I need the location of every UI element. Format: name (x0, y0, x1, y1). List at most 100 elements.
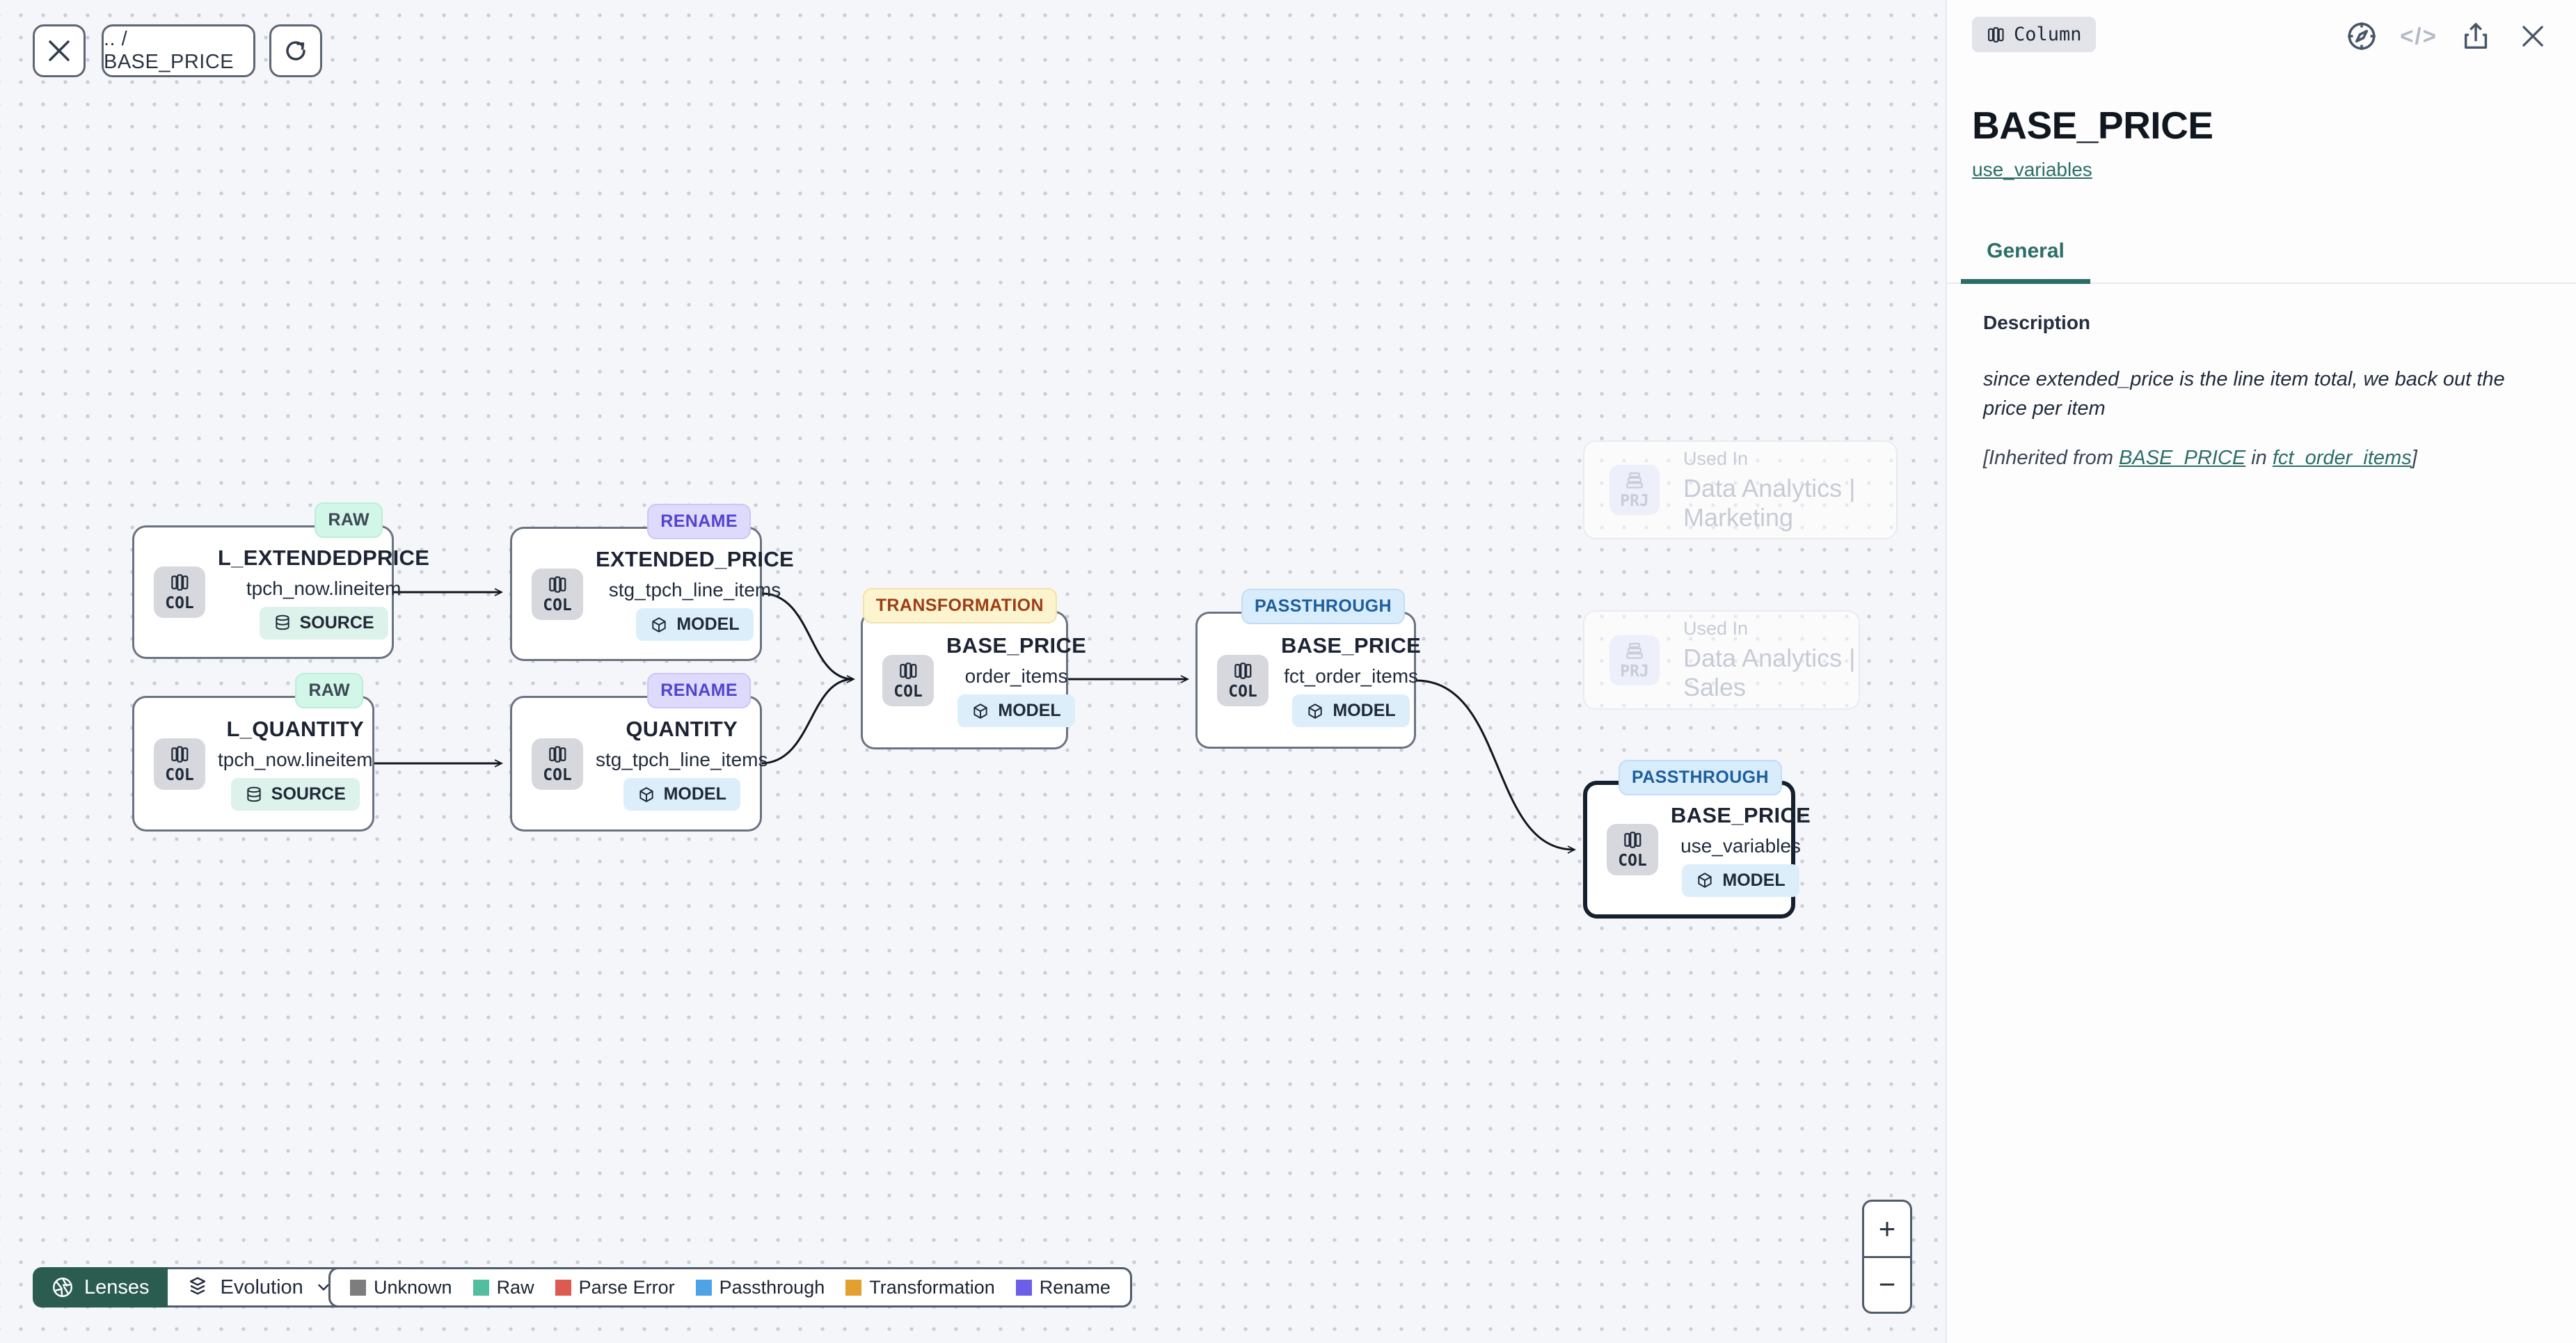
panel-title: BASE_PRICE (1972, 104, 2213, 147)
node-kind-pill: MODEL (623, 778, 740, 811)
breadcrumb[interactable]: .. / BASE_PRICE (102, 24, 255, 77)
cube-icon (1698, 873, 1712, 888)
code-button[interactable]: </> (2400, 18, 2438, 54)
column-type-chip: COL (532, 568, 583, 620)
lineage-canvas[interactable]: .. / BASE_PRICE RAW COL L_EXTENDEDPRICE … (0, 0, 1946, 1343)
description-inherited: [Inherited from BASE_PRICE in fct_order_… (1983, 447, 2417, 470)
node-base-price-use-variables[interactable]: PASSTHROUGH COL BASE_PRICE use_variables… (1583, 760, 1811, 919)
inherited-model-link[interactable]: fct_order_items (2272, 447, 2412, 470)
columns-icon (171, 574, 189, 591)
node-title: BASE_PRICE (1671, 802, 1811, 827)
zoom-in-button[interactable]: + (1864, 1202, 1910, 1258)
node-subtitle: use_variables (1680, 834, 1801, 857)
inherited-column-link[interactable]: BASE_PRICE (2119, 447, 2246, 470)
node-subtitle: fct_order_items (1284, 665, 1419, 687)
lens-badge: PASSTHROUGH (1241, 589, 1405, 624)
column-type-chip: COL (882, 654, 934, 706)
aperture-icon (53, 1278, 72, 1297)
legend-swatch (472, 1279, 489, 1296)
refresh-button[interactable] (269, 24, 322, 77)
project-name: Data Analytics | Marketing (1683, 473, 1856, 532)
lenses-label: Lenses (84, 1276, 150, 1298)
node-title: L_QUANTITY (226, 717, 365, 741)
column-type-chip: COL (154, 566, 205, 618)
zoom-out-button[interactable]: − (1878, 1268, 1896, 1301)
lens-badge: TRANSFORMATION (862, 588, 1057, 623)
cube-icon (639, 786, 653, 802)
node-extended-price[interactable]: RENAME COL EXTENDED_PRICE stg_tpch_line_… (510, 504, 794, 661)
node-title: EXTENDED_PRICE (596, 547, 794, 571)
database-icon (275, 614, 289, 630)
project-icon (1626, 642, 1643, 659)
breadcrumb-label: .. / BASE_PRICE (104, 28, 234, 73)
cube-icon (1308, 703, 1323, 719)
project-node-marketing[interactable]: PRJ Used In Data Analytics | Marketing (1583, 440, 1898, 539)
columns-icon (1988, 26, 2004, 42)
legend-swatch (845, 1279, 862, 1296)
lens-badge: RAW (295, 673, 363, 708)
legend-item: Raw (472, 1277, 534, 1298)
cube-icon (973, 703, 988, 719)
node-subtitle: stg_tpch_line_items (596, 749, 768, 770)
lens-badge: RENAME (647, 673, 751, 708)
legend-item: Parse Error (555, 1277, 675, 1298)
node-kind-pill: MODEL (636, 608, 754, 641)
lenses-button[interactable]: Lenses (33, 1267, 168, 1308)
entity-type-badge: Column (1972, 17, 2096, 52)
tab-general[interactable]: General (1961, 239, 2090, 284)
node-subtitle: stg_tpch_line_items (608, 579, 781, 601)
model-link[interactable]: use_variables (1972, 159, 2092, 180)
legend-item: Passthrough (695, 1277, 825, 1298)
close-panel-button[interactable] (2515, 18, 2551, 54)
node-kind-pill: SOURCE (259, 606, 388, 639)
node-subtitle: order_items (964, 665, 1068, 687)
share-icon (2464, 23, 2488, 49)
database-icon (247, 786, 261, 802)
node-title: L_EXTENDEDPRICE (218, 545, 430, 570)
node-l-extendedprice[interactable]: RAW COL L_EXTENDEDPRICE tpch_now.lineite… (132, 502, 429, 659)
refresh-icon (286, 41, 305, 61)
legend-swatch (1015, 1279, 1032, 1296)
explore-button[interactable] (2344, 18, 2380, 54)
columns-icon (1624, 832, 1641, 848)
active-tab-indicator (1961, 279, 2090, 284)
chevron-down-icon (318, 1284, 329, 1291)
node-base-price-fct-order-items[interactable]: PASSTHROUGH COL BASE_PRICE fct_order_ite… (1195, 589, 1421, 749)
node-kind-pill: MODEL (957, 694, 1075, 727)
share-button[interactable] (2458, 18, 2494, 54)
cube-icon (652, 617, 667, 633)
columns-icon (549, 575, 566, 593)
columns-icon (900, 662, 917, 679)
compass-icon (2348, 22, 2376, 50)
layers-icon (189, 1277, 205, 1295)
description-heading: Description (1983, 312, 2091, 333)
legend-swatch (350, 1279, 366, 1296)
used-in-label: Used In (1683, 447, 1749, 469)
columns-icon (549, 745, 566, 763)
close-lineage-button[interactable] (33, 24, 86, 77)
node-l-quantity[interactable]: RAW COL L_QUANTITY tpch_now.lineitem SOU… (132, 673, 374, 832)
code-icon: </> (2400, 23, 2438, 49)
used-in-label: Used In (1683, 618, 1749, 639)
lens-badge: PASSTHROUGH (1618, 760, 1782, 795)
lens-selector[interactable]: Evolution (167, 1267, 353, 1308)
zoom-controls: + − (1862, 1200, 1912, 1314)
columns-icon (171, 745, 189, 763)
legend-item: Rename (1015, 1277, 1111, 1298)
node-title: QUANTITY (626, 717, 738, 741)
legend-item: Transformation (845, 1277, 995, 1298)
close-icon (2522, 26, 2543, 47)
node-base-price-order-items[interactable]: TRANSFORMATION COL BASE_PRICE order_item… (861, 588, 1086, 749)
node-quantity[interactable]: RENAME COL QUANTITY stg_tpch_line_items … (510, 673, 768, 832)
project-icon (1626, 472, 1643, 488)
project-node-sales[interactable]: PRJ Used In Data Analytics | Sales (1583, 610, 1860, 710)
detail-panel: Column </> BASE_PRICE use_variables Gene… (1946, 0, 2576, 1343)
description-body: since extended_price is the line item to… (1983, 368, 2505, 420)
project-name: Data Analytics | Sales (1683, 644, 1856, 701)
node-kind-pill: MODEL (1292, 694, 1410, 727)
node-kind-pill: SOURCE (230, 778, 360, 811)
legend-swatch (555, 1279, 571, 1296)
description-section: Description since extended_price is the … (1947, 284, 2576, 470)
column-type-chip: COL (532, 738, 583, 790)
